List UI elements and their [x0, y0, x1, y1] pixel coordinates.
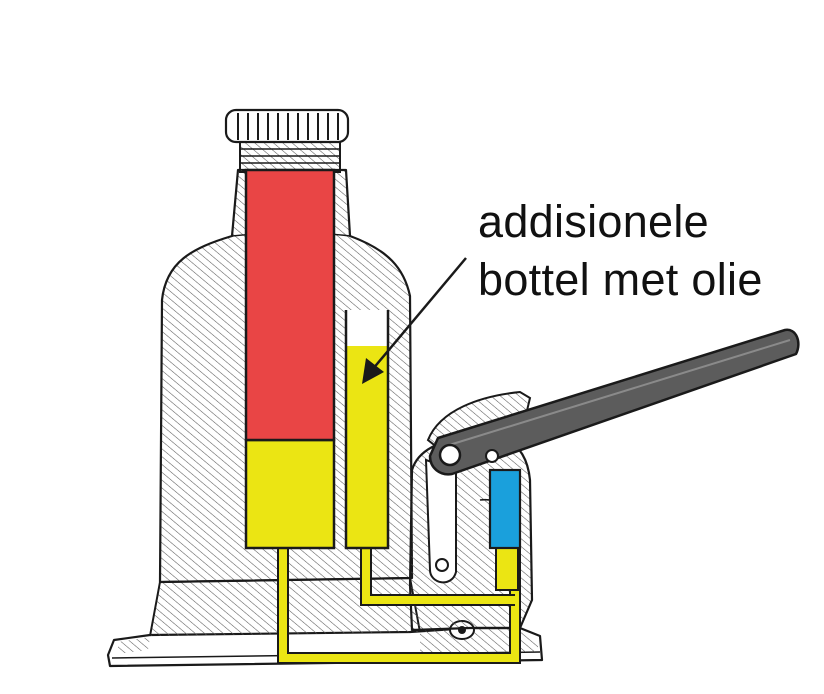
- pump-piston: [488, 468, 522, 550]
- annotation-arrow: [362, 257, 467, 384]
- annotation-label-line-2: bottel met olie: [478, 254, 763, 305]
- pump-cylinder-oil: [495, 547, 519, 591]
- screw-cap: [224, 108, 350, 173]
- pump-cylinder: [488, 468, 522, 591]
- pump-handle: [428, 328, 800, 476]
- annotation-label-line-1: addisionele: [478, 196, 709, 247]
- main-cylinder-oil: [244, 438, 336, 550]
- main-piston: [244, 168, 336, 442]
- oil-channels: [277, 548, 521, 664]
- oil-reservoir: [344, 310, 390, 550]
- main-cylinder: [244, 168, 336, 550]
